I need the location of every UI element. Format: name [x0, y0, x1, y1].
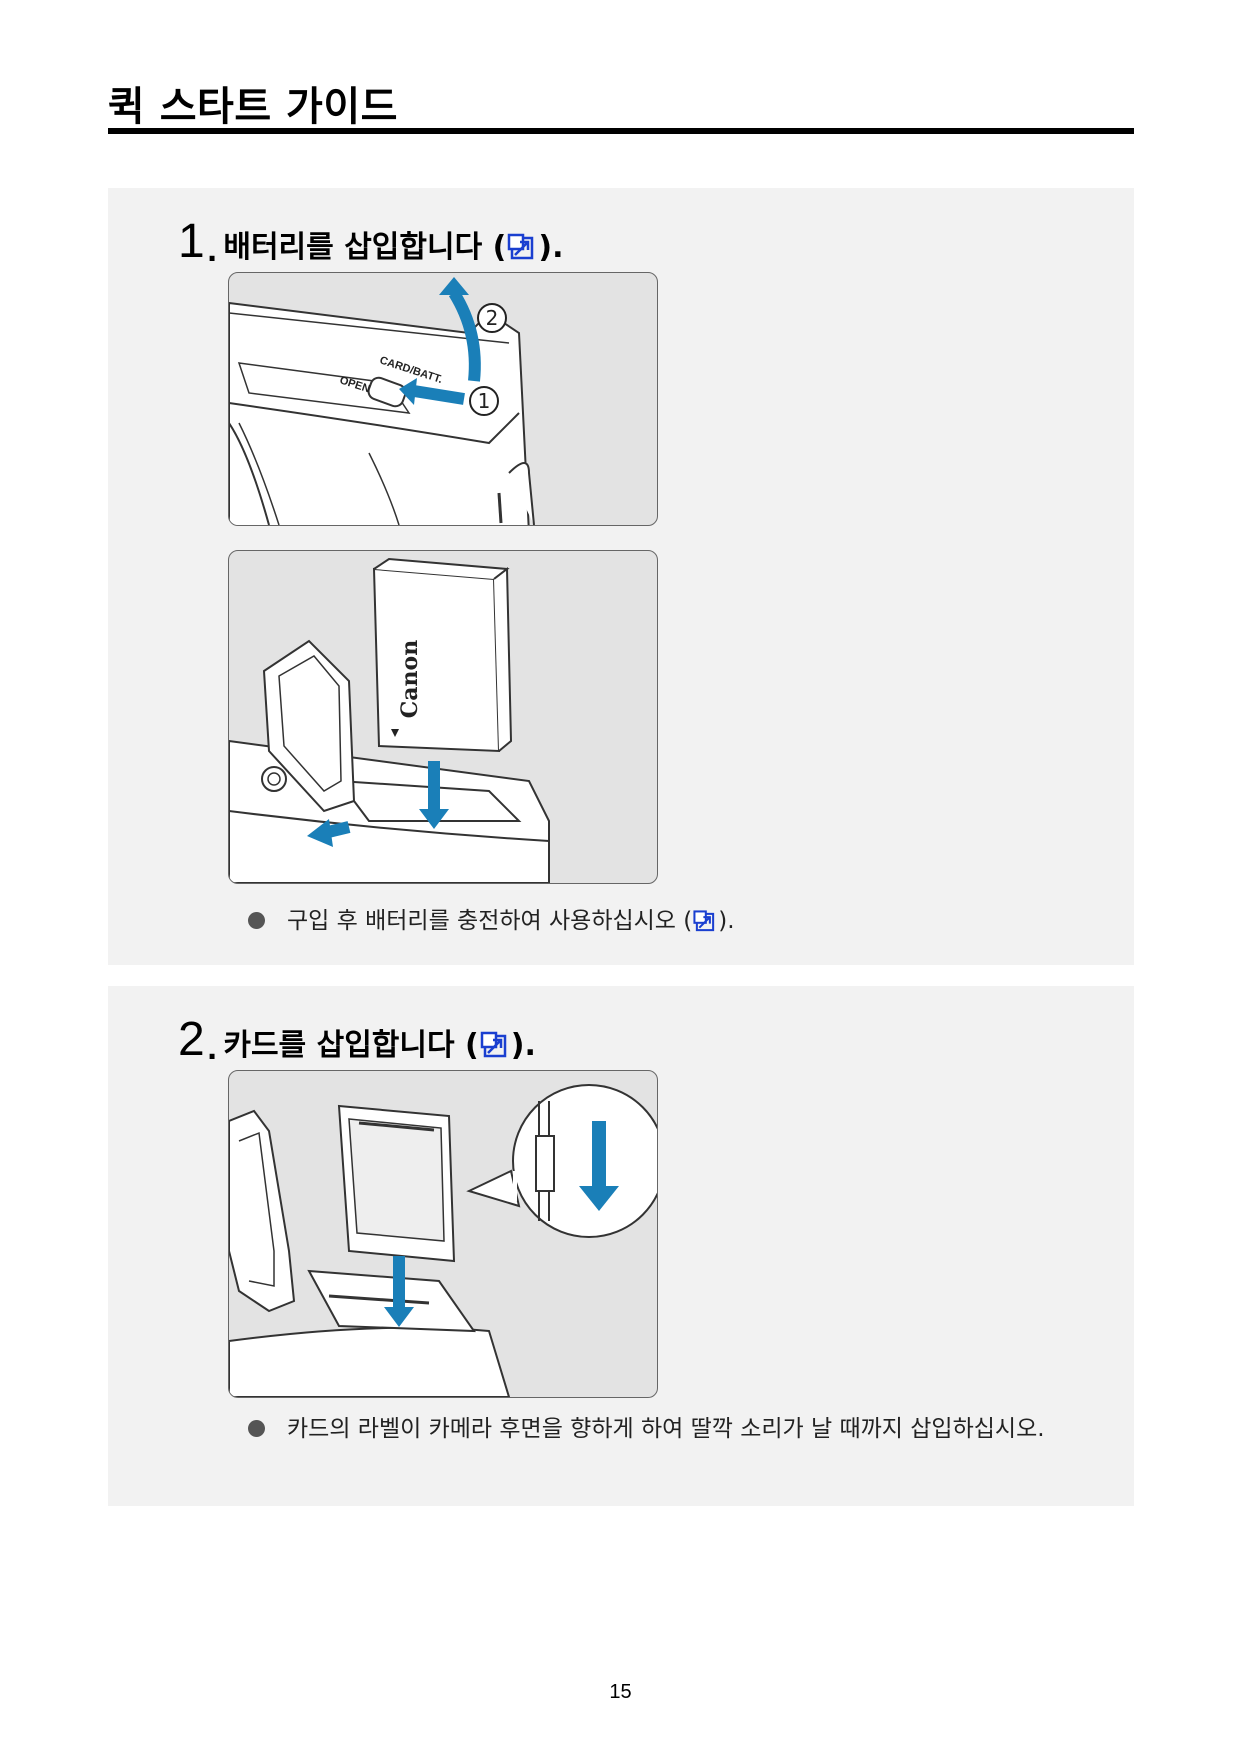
bullet-dot-icon: [248, 912, 265, 929]
paren-close: ).: [510, 1028, 536, 1063]
step-title: 카드를 삽입합니다 ( ).: [223, 1028, 536, 1064]
title-underline: [108, 128, 1134, 134]
note-paren-close: ).: [718, 908, 735, 934]
svg-text:2: 2: [486, 306, 499, 330]
note-paren-open: (: [683, 908, 693, 934]
page-link-icon[interactable]: [479, 1030, 511, 1062]
page-link-icon[interactable]: [506, 232, 538, 264]
step-1-note: 구입 후 배터리를 충전하여 사용하십시오 ( ).: [248, 904, 1087, 938]
paren-open: (: [492, 230, 507, 265]
note-text: 카드의 라벨이 카메라 후면을 향하게 하여 딸깍 소리가 날 때까지 삽입하십…: [287, 1416, 1045, 1442]
step-number-dot: .: [206, 1033, 218, 1066]
battery-brand-label: Canon: [397, 640, 423, 718]
paren-open: (: [465, 1028, 479, 1063]
step-title-text: 카드를 삽입합니다: [223, 1028, 455, 1063]
page-number: 15: [609, 1681, 632, 1703]
step-number-dot: .: [206, 235, 218, 268]
battery-insert-illustration: Canon: [228, 550, 658, 884]
step-2-heading: 2 . 카드를 삽입합니다 ( ).: [178, 1016, 536, 1064]
bullet-dot-icon: [248, 1420, 265, 1437]
battery-cover-open-illustration: CARD/BATT. OPEN 2 1: [228, 272, 658, 526]
svg-text:1: 1: [478, 389, 491, 413]
step-title: 배터리를 삽입합니다 ( ).: [223, 230, 563, 266]
paren-close: ).: [538, 230, 564, 265]
step-title-text: 배터리를 삽입합니다: [223, 230, 483, 265]
note-body: 구입 후 배터리를 충전하여 사용하십시오: [287, 908, 676, 934]
page-title: 퀵 스타트 가이드: [108, 84, 398, 130]
step-number: 1: [178, 215, 205, 268]
step-1-box: 1 . 배터리를 삽입합니다 ( ).: [108, 188, 1134, 965]
page-link-icon[interactable]: [692, 909, 718, 935]
step-1-heading: 1 . 배터리를 삽입합니다 ( ).: [178, 218, 563, 266]
note-text: 구입 후 배터리를 충전하여 사용하십시오 ( ).: [287, 904, 1087, 938]
step-number: 2: [178, 1013, 205, 1066]
card-insert-illustration: [228, 1070, 658, 1398]
step-2-box: 2 . 카드를 삽입합니다 ( ).: [108, 986, 1134, 1506]
step-2-note: 카드의 라벨이 카메라 후면을 향하게 하여 딸깍 소리가 날 때까지 삽입하십…: [248, 1412, 1087, 1446]
